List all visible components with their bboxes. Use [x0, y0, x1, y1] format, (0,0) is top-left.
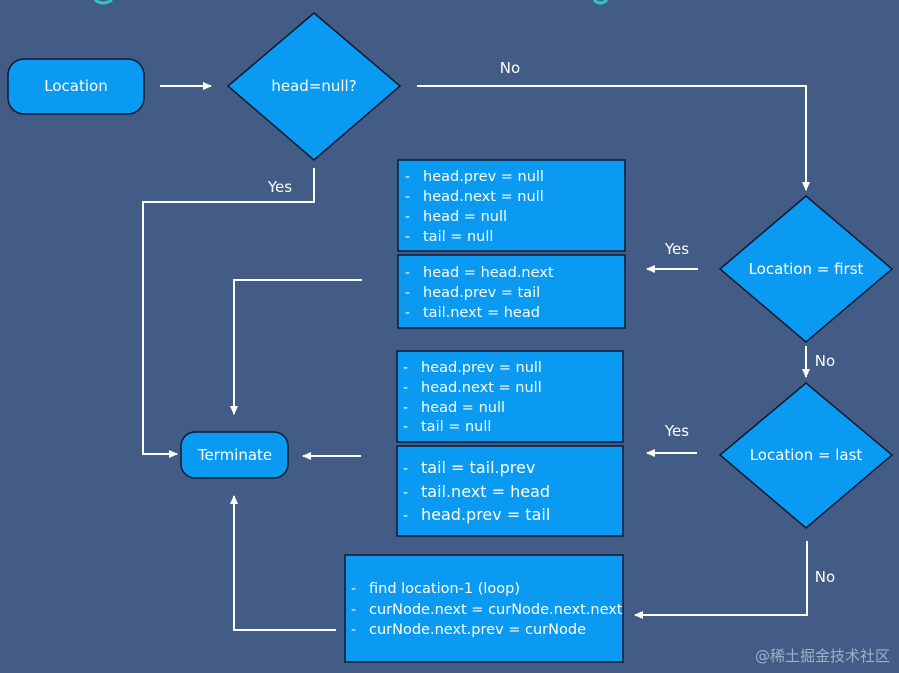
top-right-partial-shape: [592, 0, 608, 5]
svg-text:-: -: [403, 508, 408, 524]
code-line: find location-1 (loop): [369, 581, 520, 597]
svg-text:-: -: [403, 419, 408, 435]
svg-text:-: -: [405, 229, 410, 245]
code-line: head.next = null: [423, 189, 544, 205]
svg-text:-: -: [405, 305, 410, 321]
edge-label-no-headnull: No: [500, 59, 520, 77]
edge-last-no: [634, 541, 808, 619]
edge-headnull-yes: [142, 168, 315, 458]
decision-last: Location = last: [718, 382, 894, 529]
box-middle: -find location-1 (loop) -curNode.next = …: [344, 554, 624, 663]
box-first-multi: -head = head.next -head.prev = tail -tai…: [397, 254, 626, 329]
start-node-label: Location: [44, 77, 107, 95]
svg-text:-: -: [405, 169, 410, 185]
edge-middlebox-to-terminate: [230, 495, 336, 631]
svg-text:-: -: [351, 622, 356, 638]
decision-first-label: Location = first: [749, 260, 864, 278]
start-node: Location: [7, 58, 145, 115]
code-line: tail = null: [423, 229, 493, 245]
edge-headnull-no: [417, 85, 810, 191]
edge-label-yes-first: Yes: [664, 240, 689, 258]
decision-first: Location = first: [718, 195, 894, 343]
svg-text:-: -: [351, 602, 356, 618]
decision-last-label: Location = last: [750, 446, 863, 464]
svg-text:-: -: [405, 209, 410, 225]
edge-label-no-first: No: [815, 352, 835, 370]
decision-head-null: head=null?: [226, 12, 402, 161]
svg-text:-: -: [403, 380, 408, 396]
connectors: [142, 82, 810, 631]
svg-text:-: -: [405, 189, 410, 205]
svg-text:-: -: [351, 581, 356, 597]
code-line: head.prev = tail: [423, 285, 540, 301]
svg-text:-: -: [403, 400, 408, 416]
edge-firstbox-to-terminate: [230, 279, 362, 415]
code-line: head.prev = null: [421, 360, 542, 376]
edge-label-yes-headnull: Yes: [267, 178, 292, 196]
edge-label-no-last: No: [815, 568, 835, 586]
code-line: tail = tail.prev: [421, 458, 535, 477]
svg-text:-: -: [403, 461, 408, 477]
code-line: head = null: [421, 400, 505, 416]
watermark: @稀土掘金技术社区: [755, 647, 890, 665]
code-line: head = null: [423, 209, 507, 225]
terminate-node: Terminate: [180, 431, 289, 479]
edge-label-yes-last: Yes: [664, 422, 689, 440]
svg-text:-: -: [403, 485, 408, 501]
box-first-single: -head.prev = null -head.next = null -hea…: [397, 159, 626, 252]
code-line: head.prev = null: [423, 169, 544, 185]
code-line: tail = null: [421, 419, 491, 435]
code-line: curNode.next = curNode.next.next: [369, 602, 623, 618]
code-line: head = head.next: [423, 265, 554, 281]
box-last-single: -head.prev = null -head.next = null -hea…: [396, 350, 624, 443]
code-line: curNode.next.prev = curNode: [369, 622, 586, 638]
code-line: tail.next = head: [423, 305, 540, 321]
code-line: head.next = null: [421, 380, 542, 396]
code-line: head.prev = tail: [421, 505, 550, 524]
top-left-partial-shape: [94, 0, 113, 5]
svg-text:-: -: [405, 285, 410, 301]
terminate-node-label: Terminate: [197, 446, 272, 464]
svg-text:-: -: [405, 265, 410, 281]
code-line: tail.next = head: [421, 482, 550, 501]
decision-head-null-label: head=null?: [271, 77, 356, 95]
svg-text:-: -: [403, 360, 408, 376]
box-last-multi: -tail = tail.prev -tail.next = head -hea…: [396, 445, 624, 537]
